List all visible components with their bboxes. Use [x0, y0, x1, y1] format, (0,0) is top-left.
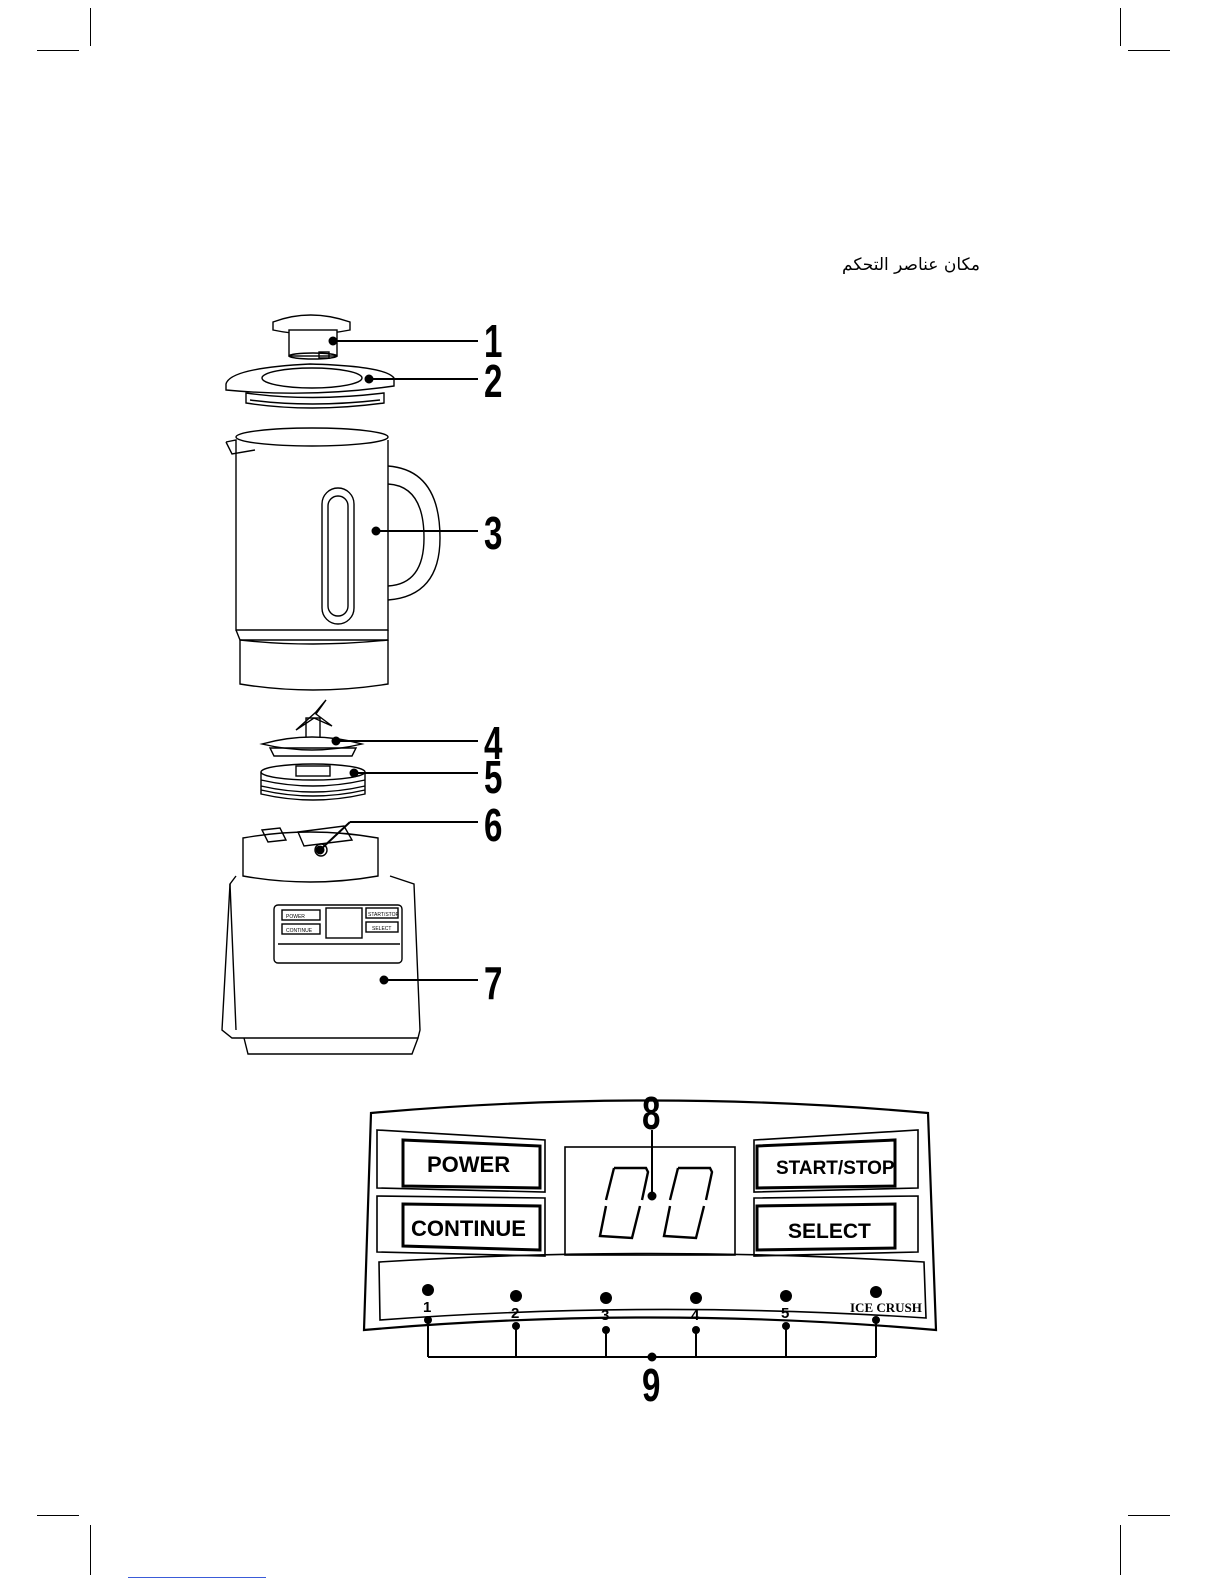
sealing-ring: [261, 764, 365, 800]
callout-3: 3: [484, 510, 502, 556]
speed-3-label: 3: [601, 1307, 609, 1324]
motor-base: [222, 826, 420, 1054]
start-stop-button-label: START/STOP: [776, 1158, 895, 1179]
ice-crush-label: ICE CRUSH: [850, 1300, 922, 1315]
measuring-cap: [273, 315, 350, 359]
control-panel: POWER CONTINUE START/STOP SELECT 1 2 3 4…: [364, 1101, 936, 1361]
speed-5-label: 5: [781, 1305, 789, 1322]
callout-5: 5: [484, 754, 502, 800]
lid: [226, 364, 394, 408]
speed-4-label: 4: [691, 1307, 700, 1324]
speed-2-label: 2: [511, 1305, 519, 1322]
blender-jar: [226, 428, 440, 690]
base-continue-text: CONTINUE: [286, 928, 313, 934]
base-select-text: SELECT: [372, 926, 391, 932]
select-button-label: SELECT: [788, 1220, 871, 1243]
callout-6: 6: [484, 802, 502, 848]
base-power-text: POWER: [286, 914, 305, 920]
callout-8: 8: [642, 1090, 660, 1136]
base-startstop-text: START/STOP: [368, 912, 400, 918]
callout-2: 2: [484, 358, 502, 404]
blade-assembly: [262, 700, 362, 756]
callout-9: 9: [642, 1362, 660, 1408]
callout-7: 7: [484, 960, 502, 1006]
speed-1-label: 1: [423, 1299, 431, 1316]
power-button-label: POWER: [427, 1152, 510, 1177]
continue-button-label: CONTINUE: [411, 1216, 526, 1241]
